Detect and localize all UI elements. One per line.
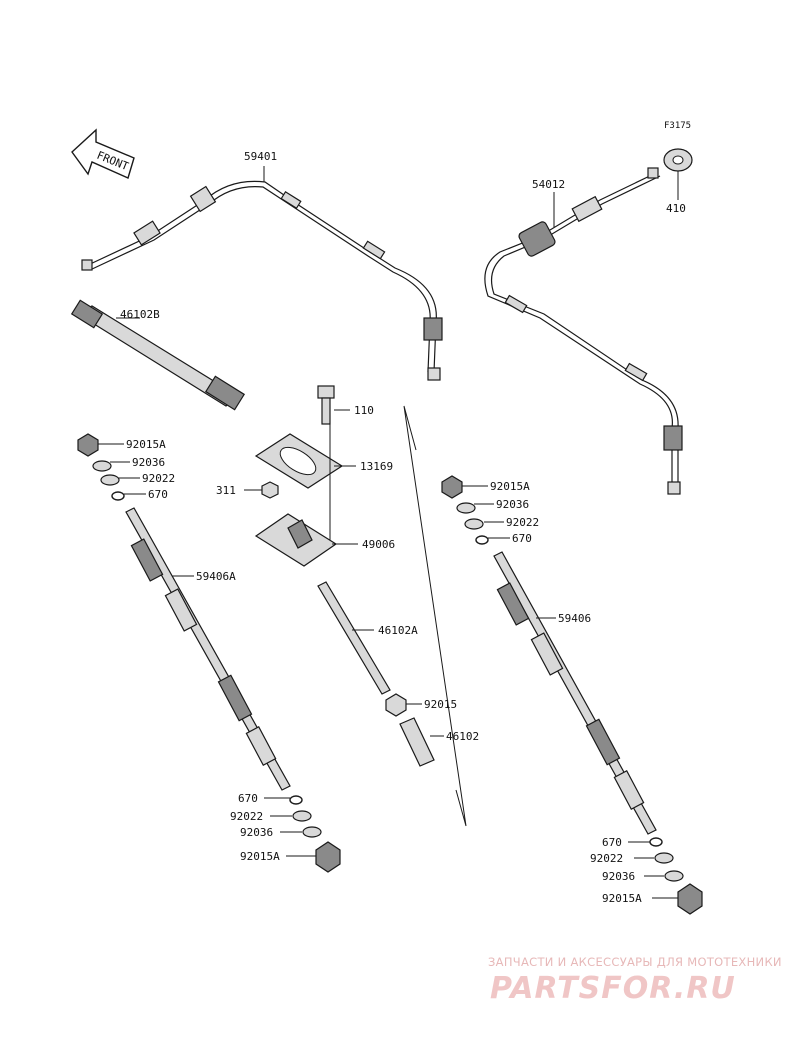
label-311: 311 <box>216 484 236 497</box>
gasket-13169 <box>254 433 356 489</box>
label-92015A-right-bottom: 92015A <box>602 892 642 905</box>
cable-54012 <box>484 167 683 495</box>
label-670-left: 670 <box>148 488 168 501</box>
sleeve-46102 <box>399 717 444 767</box>
watermark-logo: PARTSFOR.RU <box>490 971 736 1006</box>
label-92015A-left: 92015A <box>126 438 166 451</box>
label-92036-left-bottom: 92036 <box>240 826 273 839</box>
label-92022-left-bottom: 92022 <box>230 810 263 823</box>
label-670-right: 670 <box>512 532 532 545</box>
throttle-cable-59401 <box>81 166 443 381</box>
label-670-left-bottom: 670 <box>238 792 258 805</box>
hardware-left-top <box>77 433 146 501</box>
rod-46102A <box>317 581 391 695</box>
label-13169: 13169 <box>360 460 393 473</box>
label-92015A-left-bottom: 92015A <box>240 850 280 863</box>
label-410: 410 <box>666 202 686 215</box>
front-arrow: FRONT <box>71 128 135 179</box>
watermark-subtitle: ЗАПЧАСТИ И АКСЕССУАРЫ ДЛЯ МОТОТЕХНИКИ <box>488 955 782 969</box>
label-92036-left: 92036 <box>132 456 165 469</box>
label-59406: 59406 <box>558 612 591 625</box>
label-670-right-bottom: 670 <box>602 836 622 849</box>
label-46102A: 46102A <box>378 624 418 637</box>
label-46102B: 46102B <box>120 308 160 321</box>
washer-410 <box>663 148 693 200</box>
label-92015A-right: 92015A <box>490 480 530 493</box>
reference-code: F3175 <box>664 121 691 131</box>
bolt-110 <box>317 385 350 425</box>
nut-92015 <box>385 693 422 717</box>
hardware-right-bottom <box>628 837 703 915</box>
hardware-right-top <box>441 475 510 545</box>
label-92022-right-bottom: 92022 <box>590 852 623 865</box>
label-49006: 49006 <box>362 538 395 551</box>
label-54012: 54012 <box>532 178 565 191</box>
label-46102: 46102 <box>446 730 479 743</box>
label-92015: 92015 <box>424 698 457 711</box>
hardware-left-bottom <box>264 795 341 873</box>
shaft-46102B <box>70 299 246 411</box>
label-92022-right: 92022 <box>506 516 539 529</box>
nut-311 <box>244 481 279 499</box>
label-59406A: 59406A <box>196 570 236 583</box>
cable-59406A <box>125 507 291 791</box>
label-92022-left: 92022 <box>142 472 175 485</box>
label-92036-right: 92036 <box>496 498 529 511</box>
plate-49006 <box>254 424 358 567</box>
label-92036-right-bottom: 92036 <box>602 870 635 883</box>
label-59401: 59401 <box>244 150 277 163</box>
label-110: 110 <box>354 404 374 417</box>
cable-59406 <box>493 551 657 835</box>
